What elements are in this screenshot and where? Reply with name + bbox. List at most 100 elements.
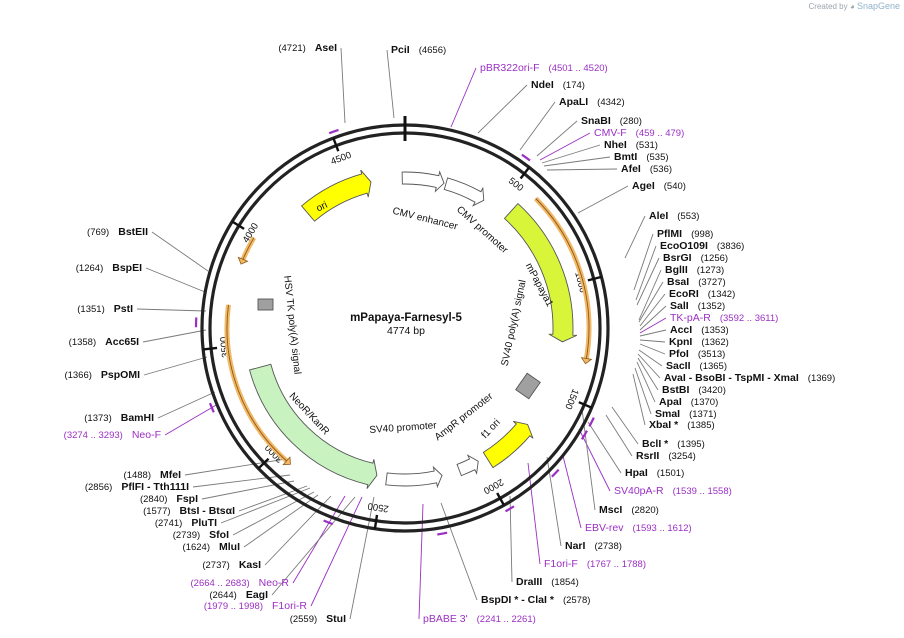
site-name: BtsI - BtsαI: [180, 505, 236, 517]
site-position: (4342): [597, 97, 624, 108]
site-name: pBABE 3': [423, 613, 468, 625]
primer-mark: [504, 505, 515, 513]
feature-label-cmv-promoter: CMV promoter: [454, 204, 510, 256]
primer-mark: [328, 128, 339, 135]
feature-cmv-promoter: [443, 177, 485, 207]
enzyme-label-ecori: EcoRI(1342): [669, 288, 735, 300]
label-connector: [639, 343, 666, 355]
primer-marks: [194, 128, 595, 536]
enzyme-label-bmti: BmtI(535): [614, 151, 669, 163]
site-name: BglII: [665, 264, 688, 276]
site-position: (1385): [687, 420, 714, 431]
site-name: XbaI *: [649, 419, 679, 431]
plasmid-size: 4774 bp: [387, 325, 425, 337]
site-position: (1371): [689, 409, 716, 420]
site-name: SnaBI: [581, 115, 611, 127]
site-position: (3513): [698, 349, 725, 360]
enzyme-label-agei: AgeI(540): [632, 180, 686, 192]
feature-label-sv40-promoter: SV40 promoter: [369, 420, 438, 436]
enzyme-label-pflmi: PflMI(998): [657, 228, 713, 240]
site-name: BsaI: [667, 276, 689, 288]
site-position: (1362): [701, 337, 728, 348]
label-connector: [386, 49, 395, 119]
tick-label: 4500: [329, 150, 353, 168]
enzyme-label-fspi: (2840)FspI: [140, 493, 198, 505]
primer-mark: [521, 153, 531, 162]
site-position: (1624): [183, 542, 210, 553]
site-position: (2739): [173, 530, 200, 541]
site-name: NdeI: [531, 79, 554, 91]
site-position: (1369): [808, 373, 835, 384]
label-connector: [151, 231, 209, 272]
site-position: (3592 .. 3611): [720, 313, 778, 324]
enzyme-label-asei: (4721)AseI: [278, 42, 337, 54]
site-position: (4656): [419, 45, 446, 56]
label-connector: [632, 373, 646, 426]
label-connector: [639, 293, 666, 327]
site-position: (3274 .. 3293): [64, 430, 123, 441]
label-connector: [340, 47, 346, 124]
site-name: NarI: [565, 540, 586, 552]
enzyme-label-pspomi: (1366)PspOMI: [64, 369, 140, 381]
label-connector: [220, 487, 311, 524]
tick-mark: [373, 514, 379, 529]
site-name: AgeI: [632, 180, 655, 192]
label-connector: [638, 349, 663, 367]
enzyme-label-psti: (1351)PstI: [77, 303, 133, 315]
enzyme-label-bsai: BsaI (3727): [667, 276, 726, 288]
site-position: (3420): [698, 385, 725, 396]
enzyme-label-bglii: BglII(1273): [665, 264, 724, 276]
site-position: (1577): [143, 506, 170, 517]
site-position: (3727): [698, 277, 725, 288]
label-connector: [638, 281, 664, 323]
label-connector: [546, 168, 618, 171]
site-name: RsrII: [636, 450, 659, 462]
label-connector: [192, 474, 291, 488]
site-position: (2856): [85, 482, 112, 493]
enzyme-label-pflfi-tth111i: (2856)PflFI - Tth111I: [85, 481, 189, 493]
enzyme-label-msci: MscI(2820): [599, 504, 659, 516]
site-name: AseI: [315, 42, 337, 54]
site-name: PstI: [114, 303, 133, 315]
site-name: KpnI: [669, 336, 692, 348]
site-name: BamHI: [121, 412, 154, 424]
site-position: (1342): [708, 289, 735, 300]
site-position: (998): [691, 229, 713, 240]
feature-sv40-promoter: [385, 465, 443, 489]
site-name: TK-pA-R: [670, 312, 711, 324]
site-position: (2578): [563, 595, 590, 606]
site-position: (1854): [551, 577, 578, 588]
primer-label-f1ori-r: (1979 .. 1998)F1ori-R: [204, 600, 308, 612]
tick-mark: [203, 346, 218, 351]
credit-prefix: Created by: [808, 2, 848, 11]
tick-mark: [257, 457, 270, 470]
label-connector: [184, 458, 287, 476]
label-connector: [637, 353, 661, 379]
feature-neor-kanr: [249, 363, 378, 489]
site-name: Neo-R: [259, 577, 290, 589]
primer-mark: [437, 531, 448, 536]
label-connector: [349, 496, 375, 620]
orf-arrowhead: [580, 357, 593, 365]
enzyme-label-bamhi: (1373) BamHI: [84, 412, 154, 424]
site-name: MluI: [219, 541, 240, 553]
site-name: PspOMI: [101, 369, 140, 381]
site-name: pBR322ori-F: [480, 62, 540, 74]
enzyme-label-mlui: (1624) MluI: [183, 541, 241, 553]
label-connector: [543, 156, 611, 167]
site-name: MscI: [599, 504, 622, 516]
enzyme-label-kpni: KpnI (1362): [669, 336, 729, 348]
site-position: (1365): [700, 361, 727, 372]
site-name: Acc65I: [105, 336, 139, 348]
site-position: (2644): [209, 590, 236, 601]
site-name: ApaI: [659, 396, 682, 408]
tick-mark: [519, 166, 531, 180]
orf-arc-center: [535, 198, 590, 361]
enzyme-label-stui: (2559)StuI: [290, 613, 346, 625]
enzyme-label-hpai: HpaI(1501): [625, 467, 684, 479]
primer-label-neo-r: (2664 .. 2683)Neo-R: [191, 577, 290, 589]
site-position: (2741): [155, 518, 182, 529]
site-name: HpaI: [625, 467, 648, 479]
site-position: (1373): [84, 413, 111, 424]
site-position: (1395): [677, 439, 704, 450]
